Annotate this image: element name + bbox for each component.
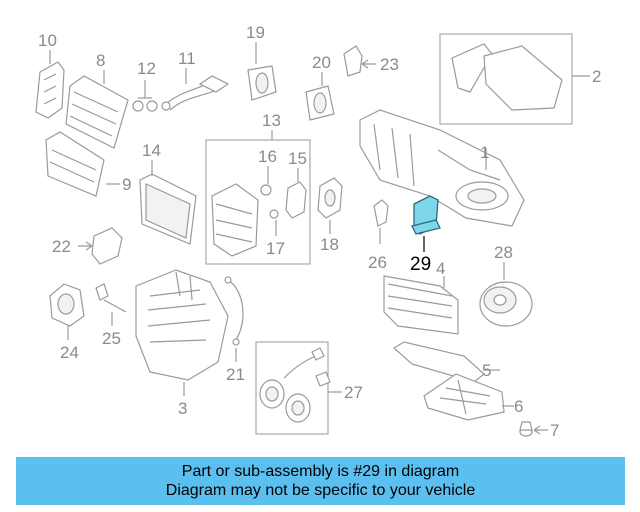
part-8: 8 <box>65 51 129 149</box>
callout-20: 20 <box>312 53 331 72</box>
part-27-assembly: 27 <box>255 341 363 435</box>
banner-line-2: Diagram may not be specific to your vehi… <box>165 482 476 499</box>
parts-diagram: 10 8 12 11 19 20 23 <box>35 23 601 440</box>
callout-13: 13 <box>262 111 281 130</box>
part-11: 11 <box>161 49 230 111</box>
part-21: 21 <box>224 276 245 384</box>
callout-7: 7 <box>550 421 559 440</box>
callout-5: 5 <box>482 361 491 380</box>
part-5: 5 <box>392 341 500 383</box>
banner-line-1: Part or sub-assembly is #29 in diagram <box>181 463 460 480</box>
part-28: 28 <box>479 243 533 327</box>
callout-27: 27 <box>344 383 363 402</box>
part-14: 14 <box>139 141 197 245</box>
callout-24: 24 <box>60 343 79 362</box>
callout-17: 17 <box>266 239 285 258</box>
callout-18: 18 <box>320 235 339 254</box>
callout-10: 10 <box>38 31 57 50</box>
callout-11: 11 <box>178 49 196 68</box>
callout-21: 21 <box>226 365 245 384</box>
part-18: 18 <box>317 177 343 254</box>
part-3: 3 <box>135 269 229 418</box>
callout-28: 28 <box>494 243 513 262</box>
part-22: 22 <box>52 227 123 265</box>
part-26: 26 <box>368 199 389 272</box>
part-20: 20 <box>305 53 335 121</box>
callout-12: 12 <box>137 59 156 78</box>
part-4: 4 <box>383 259 459 335</box>
callout-9: 9 <box>122 175 131 194</box>
part-6: 6 <box>423 373 523 421</box>
callout-23: 23 <box>380 55 399 74</box>
callout-15: 15 <box>288 149 307 168</box>
part-12: 12 <box>132 59 158 112</box>
callout-6: 6 <box>514 397 523 416</box>
part-19: 19 <box>246 23 277 101</box>
callout-25: 25 <box>102 329 121 348</box>
part-13-assembly: 13 16 15 17 <box>205 111 311 265</box>
callout-29: 29 <box>410 254 431 275</box>
part-10: 10 <box>35 31 65 119</box>
part-25: 25 <box>95 283 127 348</box>
callout-19: 19 <box>246 23 265 42</box>
callout-4: 4 <box>436 259 445 278</box>
callout-1: 1 <box>480 143 489 162</box>
callout-14: 14 <box>142 141 161 160</box>
part-29-resistor[interactable]: 29 <box>410 195 441 275</box>
part-2: 2 <box>439 33 601 125</box>
part-24: 24 <box>49 283 85 362</box>
info-banner: Part or sub-assembly is #29 in diagram D… <box>16 457 625 505</box>
part-7: 7 <box>519 421 559 440</box>
callout-8: 8 <box>96 51 105 70</box>
part-1: 1 <box>359 109 525 227</box>
part-23: 23 <box>343 45 399 77</box>
part-9: 9 <box>45 131 131 197</box>
callout-3: 3 <box>178 399 187 418</box>
callout-2: 2 <box>592 67 601 86</box>
callout-26: 26 <box>368 253 387 272</box>
callout-16: 16 <box>258 147 277 166</box>
callout-22: 22 <box>52 237 71 256</box>
